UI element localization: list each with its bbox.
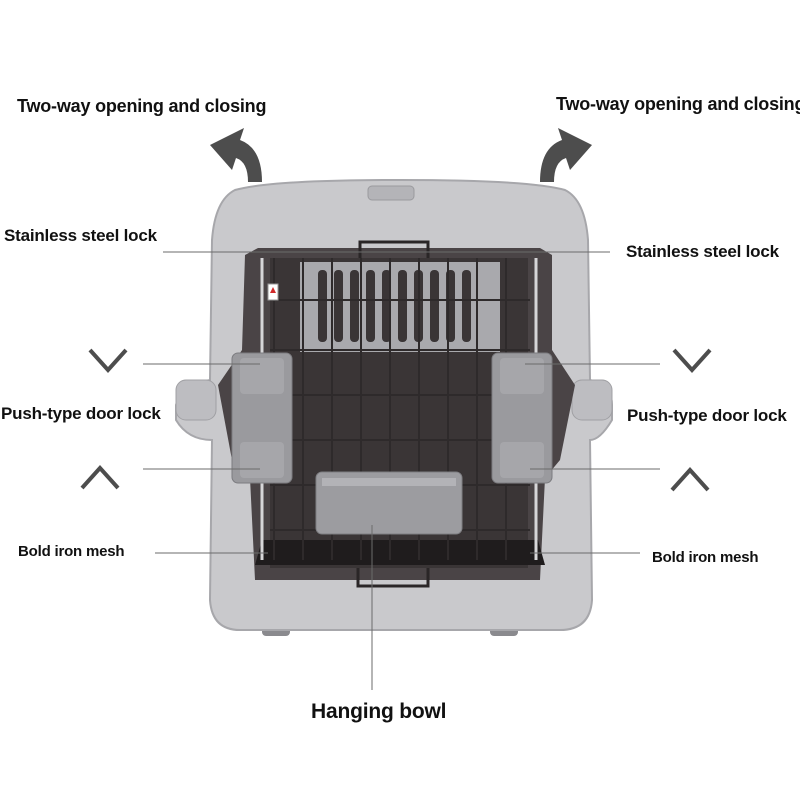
label-iron-mesh-right: Bold iron mesh xyxy=(652,549,759,566)
curved-arrow-up-right-icon xyxy=(540,128,592,182)
curved-arrow-up-left-icon xyxy=(210,128,262,182)
leader-lines xyxy=(143,251,660,690)
push-door-lock-right xyxy=(491,352,553,484)
side-handle-right xyxy=(571,379,613,421)
label-steel-lock-left: Stainless steel lock xyxy=(4,226,157,245)
chevron-down-icon xyxy=(672,348,712,373)
label-door-lock-right: Push-type door lock xyxy=(627,406,787,425)
label-two-way-left: Two-way opening and closing xyxy=(17,96,267,116)
label-two-way-right: Two-way opening and closing xyxy=(556,94,800,114)
door-bottom-handle xyxy=(356,568,430,588)
label-hanging-bowl: Hanging bowl xyxy=(311,700,447,723)
carrier-top-handle xyxy=(367,185,415,201)
door-top-handle xyxy=(358,240,430,258)
side-handle-left xyxy=(175,379,217,421)
label-door-lock-left: Push-type door lock xyxy=(1,404,161,423)
label-iron-mesh-left: Bold iron mesh xyxy=(18,543,125,560)
back-vent-slots xyxy=(318,270,471,342)
chevron-down-icon xyxy=(88,348,128,373)
label-steel-lock-right: Stainless steel lock xyxy=(626,242,779,261)
carrier-floor xyxy=(255,540,545,565)
push-door-lock-left xyxy=(231,352,293,484)
hanging-bowl xyxy=(315,471,463,535)
chevron-up-icon xyxy=(80,465,120,490)
chevron-up-icon xyxy=(670,467,710,492)
lock-indicator-arrow xyxy=(270,287,276,293)
